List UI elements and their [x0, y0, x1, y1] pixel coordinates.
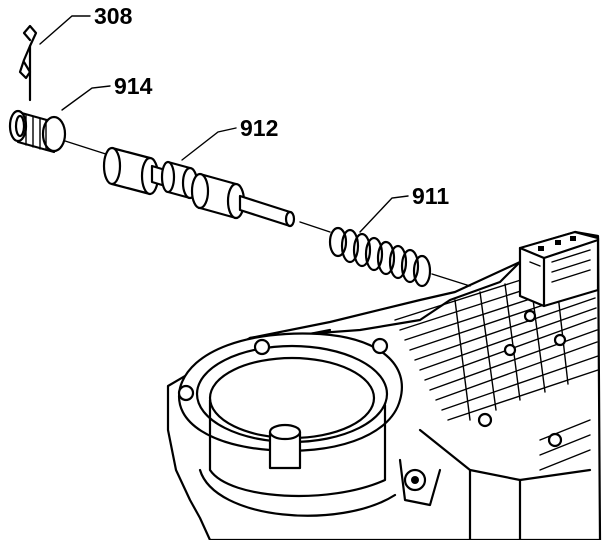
callout-914: 914	[114, 73, 153, 99]
bore-plug-914	[8, 109, 67, 154]
valve-body-casting	[166, 230, 602, 540]
valve-912	[102, 146, 296, 228]
accumulator-bore	[177, 332, 403, 517]
callout-308: 308	[94, 3, 133, 29]
leader-lines	[39, 15, 409, 233]
casting-ribs	[394, 257, 599, 421]
callout-911: 911	[412, 183, 449, 209]
assembly-centerline	[61, 139, 471, 287]
callout-912: 912	[240, 115, 278, 141]
casting-raised-block	[518, 230, 600, 308]
spring-911	[328, 226, 432, 288]
retainer-clip-308	[18, 24, 38, 102]
mounting-holes	[177, 309, 567, 507]
